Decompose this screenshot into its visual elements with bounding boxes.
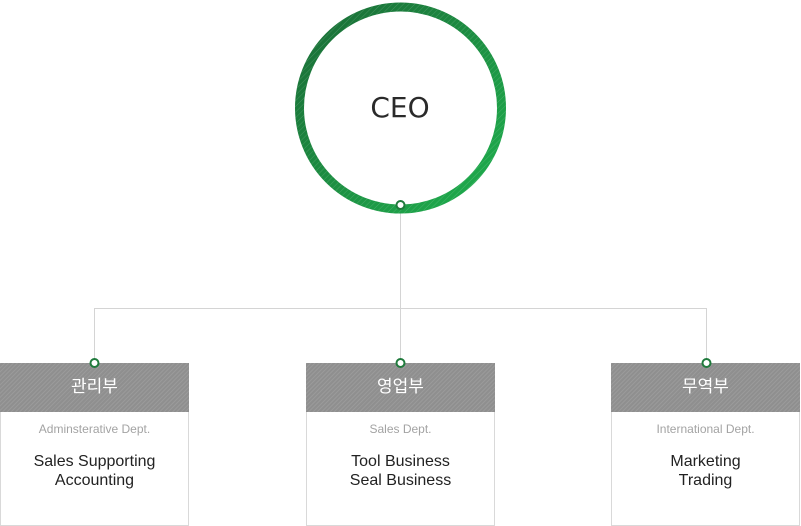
dept-header: 무역부: [611, 363, 800, 412]
dept-card-admin: 관리부 Adminsterative Dept. Sales Supportin…: [0, 363, 189, 526]
dept-header: 영업부: [306, 363, 495, 412]
dept-functions: Sales Supporting Accounting: [1, 452, 188, 490]
dept-function-line: Tool Business: [351, 453, 450, 470]
ceo-connector-dot: [395, 200, 406, 210]
dept-function-line: Seal Business: [349, 472, 452, 489]
dept-card-sales: 영업부 Sales Dept. Tool Business Seal Busin…: [306, 363, 495, 526]
dept-function-line: Marketing: [670, 453, 741, 470]
dept-functions: Tool Business Seal Business: [307, 452, 494, 490]
dept-function-line: Trading: [678, 472, 733, 489]
dept-subtitle: Adminsterative Dept.: [38, 422, 151, 436]
dept-header: 관리부: [0, 363, 189, 412]
dept-function-line: Sales Supporting: [33, 453, 156, 470]
dept-card-international: 무역부 International Dept. Marketing Tradin…: [611, 363, 800, 526]
dept-function-line: Accounting: [54, 472, 135, 489]
dept-subtitle: Sales Dept.: [369, 422, 432, 436]
dept-functions: Marketing Trading: [612, 452, 799, 490]
dept-subtitle: International Dept.: [656, 422, 755, 436]
ceo-label: CEO: [370, 91, 430, 124]
